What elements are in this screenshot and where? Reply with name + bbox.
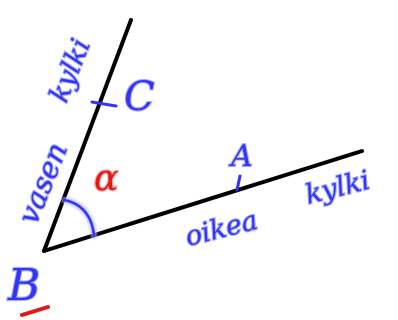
label-point-a: A (228, 139, 253, 174)
ray-b-to-a (42, 149, 364, 253)
angle-marks (20, 100, 242, 317)
underline-b (20, 305, 50, 317)
angle-symbol: α (94, 158, 118, 199)
tick-mark-a (235, 174, 242, 192)
label-point-c: C (124, 74, 155, 120)
ray-b-to-c (42, 18, 133, 253)
label-vertex-b: B (7, 260, 40, 311)
right-ray-word: kylki (302, 165, 373, 211)
angle-rays (42, 18, 364, 253)
tick-mark-c (90, 100, 118, 108)
labels: C A B α vasen kylki oikea kylki (6, 33, 374, 312)
left-side-word: vasen (11, 138, 74, 229)
left-ray-word: kylki (44, 35, 97, 107)
right-side-word: oikea (182, 205, 261, 253)
angle-arc-core (62, 198, 96, 238)
